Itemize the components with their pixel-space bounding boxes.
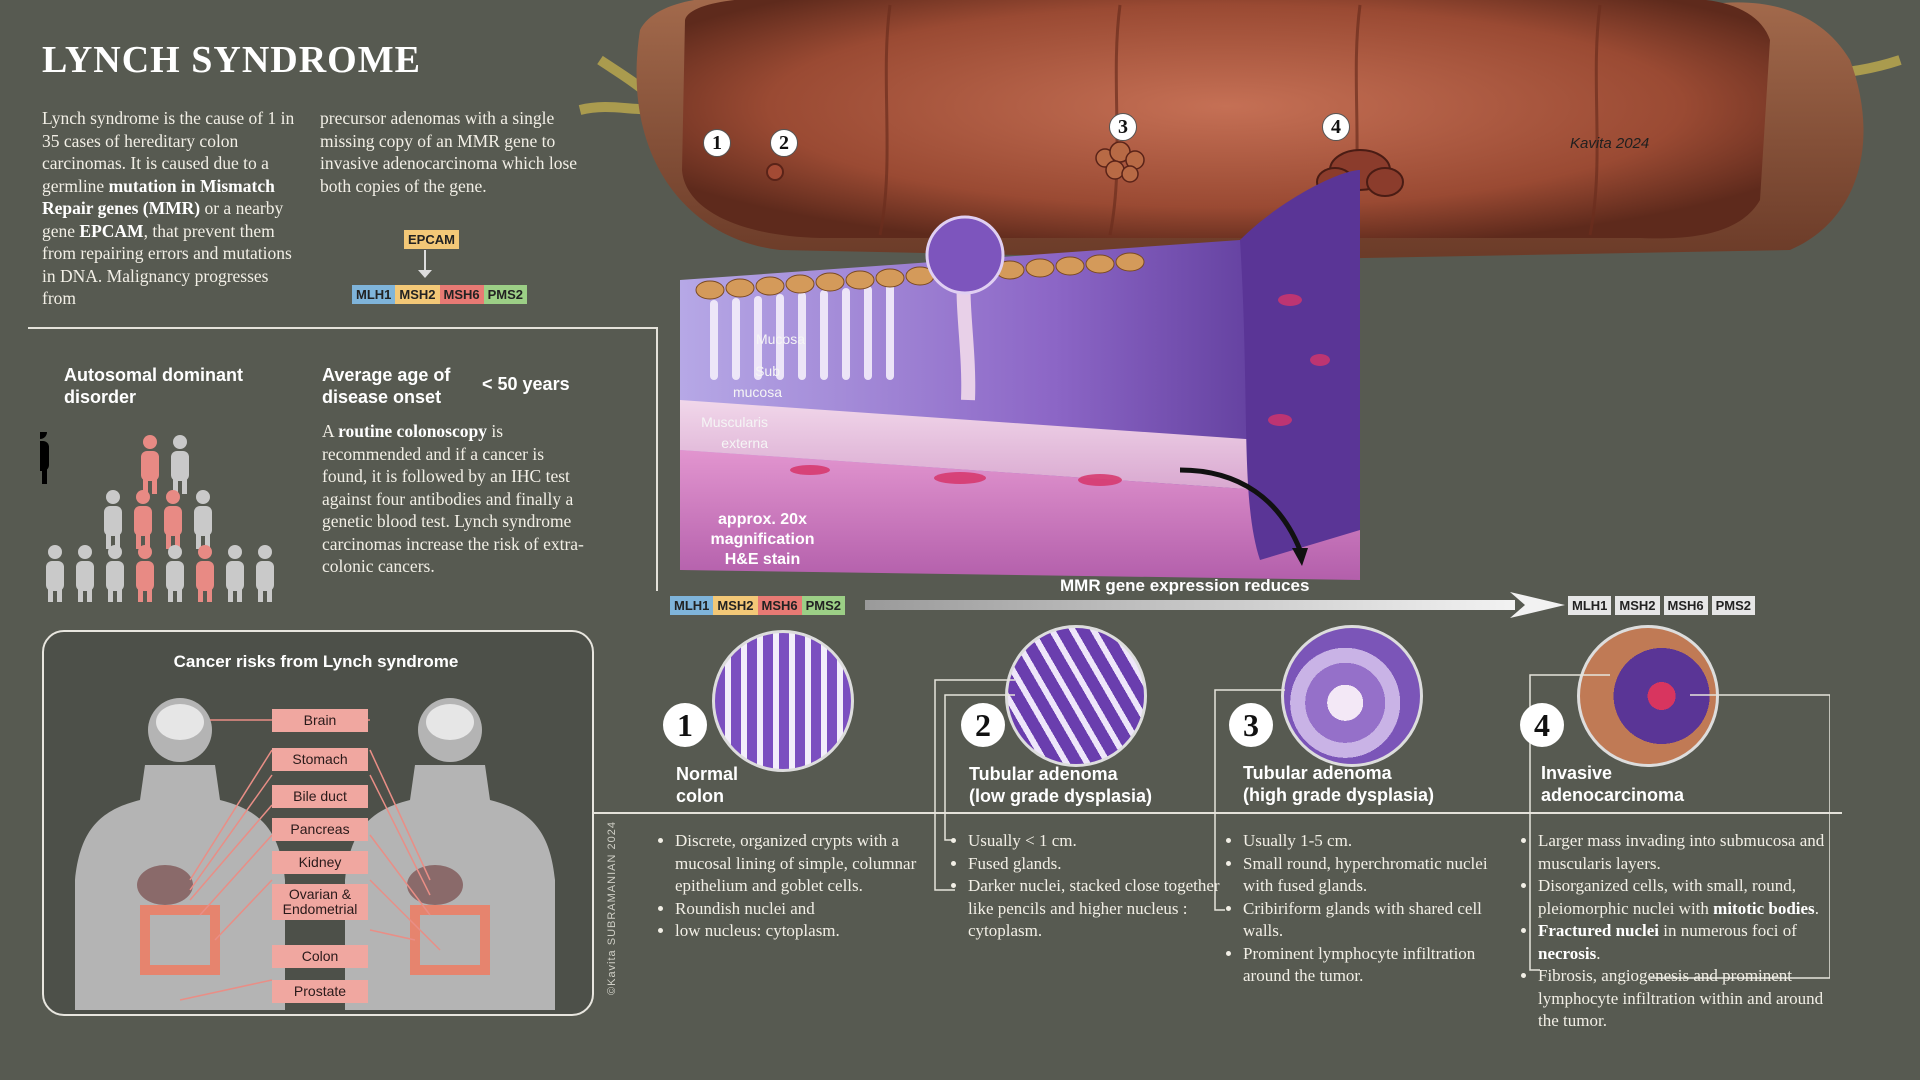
colon-illustration <box>578 0 1902 580</box>
stage-3-title: Tubular adenoma(high grade dysplasia) <box>1243 763 1435 805</box>
colon-marker-2: 2 <box>770 129 798 157</box>
onset-label: Average age of disease onset <box>322 365 451 407</box>
stage-4-histology <box>1577 625 1719 767</box>
stage-4-bullets: Larger mass invading into submucosa and … <box>1518 830 1838 1033</box>
risk-organ-brain: Brain <box>272 709 368 732</box>
onset-text: A routine colonoscopy is recommended and… <box>322 421 584 576</box>
colon-marker-3: 3 <box>1109 113 1137 141</box>
epcam-gene: EPCAM <box>404 230 459 249</box>
layer-label-submucosa-1: Sub <box>755 363 780 379</box>
stage-3-number: 3 <box>1229 703 1273 747</box>
stage-4-number: 4 <box>1520 703 1564 747</box>
layer-label-submucosa-2: mucosa <box>732 384 782 400</box>
artist-signature: Kavita 2024 <box>1570 135 1650 152</box>
onset-value: < 50 years <box>482 374 570 394</box>
stage-3-bullets: Usually 1-5 cm. Small round, hyperchroma… <box>1223 830 1508 988</box>
magnification-label: approx. 20x magnification H&E stain <box>710 511 815 568</box>
risk-organ-stomach: Stomach <box>272 748 368 771</box>
stage-1-number: 1 <box>663 703 707 747</box>
section-divider <box>28 327 658 329</box>
stage-2-title: Tubular adenoma(low grade dysplasia) <box>969 764 1153 806</box>
stages-divider <box>592 812 1842 814</box>
submucosa-layer <box>680 400 1260 490</box>
risk-organ-bile-duct: Bile duct <box>272 785 368 808</box>
layer-label-muscularis-2: externa <box>721 435 768 451</box>
risk-organ-pancreas: Pancreas <box>272 818 368 841</box>
muscularis-layer <box>680 450 1360 580</box>
stage-connector-lines <box>934 674 1830 979</box>
risk-panel-title: Cancer risks from Lynch syndrome <box>173 652 459 671</box>
risk-organ-colon: Colon <box>272 945 368 968</box>
risk-organ-ovarian-endometrial: Ovarian & Endometrial <box>272 884 368 920</box>
body-silhouettes <box>75 698 555 1010</box>
mmr-gene-bar-end: MLH1 MSH2 MSH6 PMS2 <box>1568 596 1756 615</box>
layer-label-mucosa: Mucosa <box>755 331 805 347</box>
risk-organ-kidney: Kidney <box>272 851 368 874</box>
stage-2-number: 2 <box>961 703 1005 747</box>
stage-2-histology <box>1005 625 1147 767</box>
intro-column-2: precursor adenomas with a single missing… <box>320 108 578 196</box>
mmr-arrow-label: MMR gene expression reduces <box>1060 576 1310 595</box>
page-title: LYNCH SYNDROME <box>42 39 421 81</box>
colon-lumen <box>682 0 1770 239</box>
stage-1-bullets: Discrete, organized crypts with a mucosa… <box>655 830 945 943</box>
inheritance-label: Autosomal dominant disorder <box>64 365 243 407</box>
intro-column-1: Lynch syndrome is the cause of 1 in 35 c… <box>42 108 295 308</box>
stage-1-histology <box>712 630 854 772</box>
mmr-reduction-arrow <box>865 592 1565 618</box>
stage-2-bullets: Usually < 1 cm. Fused glands. Darker nuc… <box>948 830 1223 943</box>
vertical-signature: ©Kavita SUBRAMANIAN 2024 <box>606 821 618 995</box>
pedigree-figures <box>40 432 274 602</box>
colon-marker-4: 4 <box>1322 113 1350 141</box>
stage-3-histology <box>1281 625 1423 767</box>
risk-organ-prostate: Prostate <box>272 980 368 1003</box>
colon-marker-1: 1 <box>703 129 731 157</box>
layer-label-muscularis-1: Muscularis <box>701 414 768 430</box>
